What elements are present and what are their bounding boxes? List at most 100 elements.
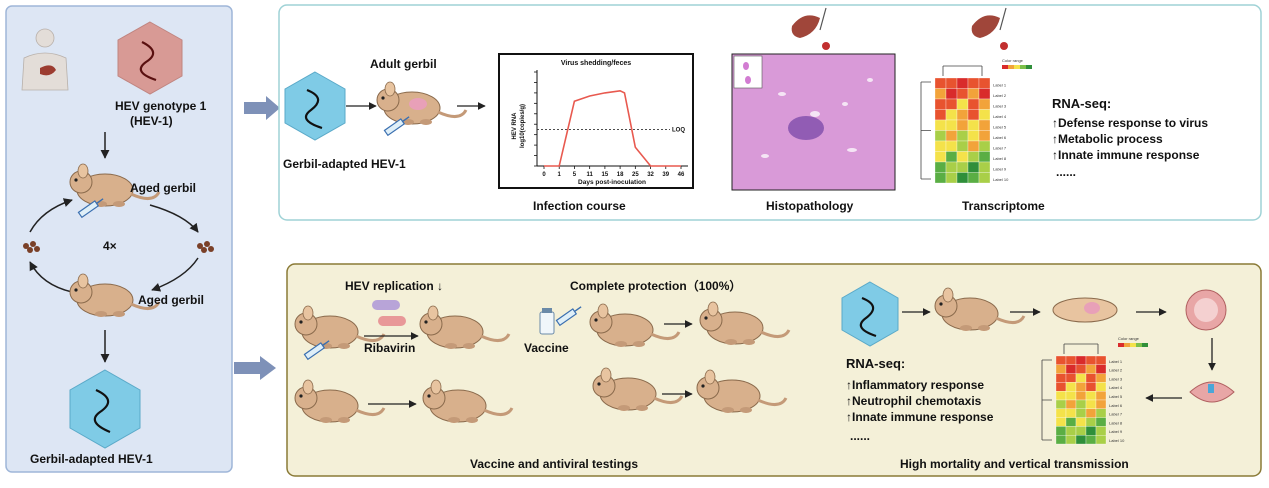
heatmap-dendrogram (920, 81, 931, 180)
heatmap-cell (967, 151, 980, 163)
heatmap-row-label: Label 7 (1109, 412, 1123, 417)
heatmap-cell (978, 140, 991, 152)
heatmap-cell (978, 172, 991, 184)
chart-xlabel: Days post-inoculation (578, 179, 646, 186)
heatmap-cell (945, 98, 958, 110)
bottom-panel (286, 263, 1262, 477)
heatmap-cell (1065, 417, 1077, 427)
big-arrow-bottom (234, 356, 276, 380)
big-arrow-top (244, 96, 280, 120)
heatmap-dendrogram (1041, 359, 1052, 441)
heatmap-cell (956, 88, 969, 100)
heatmap-cell (1055, 382, 1067, 392)
heatmap-cell (1085, 355, 1097, 365)
heatmap-row-label: Label 8 (1109, 420, 1123, 425)
feces-icon-right (197, 241, 214, 253)
heatmap-legend-swatch (1118, 343, 1124, 347)
heatmap-cell (1075, 435, 1087, 445)
heatmap-cell (978, 109, 991, 121)
heatmap-cell (1085, 426, 1097, 436)
heatmap-cell (956, 140, 969, 152)
heatmap-legend-swatch (1026, 65, 1032, 69)
heatmap-cell (1055, 417, 1067, 427)
heatmap-cell (956, 119, 969, 131)
heatmap-cell (1095, 426, 1107, 436)
chart-x-tick-label: 39 (662, 172, 669, 178)
heatmap-dendrogram (1063, 343, 1099, 354)
heatmap-cell (945, 140, 958, 152)
histopathology-caption: Histopathology (766, 199, 854, 213)
heatmap-cell (1095, 373, 1107, 383)
heatmap-cell (1065, 391, 1077, 401)
heatmap-cell (1065, 408, 1077, 418)
human-icon (21, 28, 69, 91)
chart-x-tick-label: 25 (632, 172, 639, 178)
heatmap-cell (1085, 364, 1097, 374)
hev1-label-line2: (HEV-1) (130, 114, 173, 128)
heatmap-cell (1075, 399, 1087, 409)
heatmap-cell (934, 77, 947, 89)
heatmap-cell (1085, 399, 1097, 409)
rnaseq-item-top: ↑Innate immune response (1052, 148, 1200, 162)
heatmap-row-label: Label 9 (1109, 429, 1123, 434)
heatmap-cell (978, 151, 991, 163)
heatmap-cell (978, 161, 991, 173)
heatmap-row-label: Label 8 (993, 156, 1007, 161)
gerbil-adapted-virus-icon (69, 369, 141, 449)
chart-x-tick-label: 11 (586, 172, 593, 178)
heatmap-cell (1075, 417, 1087, 427)
heatmap-row-label: Label 7 (993, 146, 1007, 151)
heatmap-legend-title: Color range (1002, 58, 1024, 63)
ribavirin-pill-icon (372, 300, 406, 326)
heatmap-cell (1085, 373, 1097, 383)
heatmap-legend-swatch (1014, 65, 1020, 69)
cycle-arrow-top-left (29, 198, 73, 233)
heatmap-cell (956, 172, 969, 184)
heatmap-cell (1075, 355, 1087, 365)
heatmap-cell (967, 77, 980, 89)
gerbil-adapted-label-top: Gerbil-adapted HEV-1 (283, 157, 406, 171)
heatmap-cell (1085, 435, 1097, 445)
heatmap-cell (934, 119, 947, 131)
vaccine-vial-icon (539, 308, 555, 335)
heatmap-cell (1095, 355, 1107, 365)
heatmap-cell (945, 77, 958, 89)
infection-course-caption: Infection course (533, 199, 626, 213)
heatmap-legend-swatch (1008, 65, 1014, 69)
heatmap-row-label: Label 5 (993, 125, 1007, 130)
chart-y-ticks (534, 71, 537, 167)
heatmap-legend-title: Color range (1118, 336, 1140, 341)
heatmap-cell (967, 109, 980, 121)
heatmap-cell (1075, 426, 1087, 436)
heatmap-row-label: Label 4 (1109, 385, 1123, 390)
heatmap-cell (1085, 382, 1097, 392)
rnaseq-item-top: ...... (1056, 165, 1076, 179)
rnaseq-item-bottom: ↑Neutrophil chemotaxis (846, 394, 982, 408)
heatmap-cell (1055, 435, 1067, 445)
heatmap-cell (978, 130, 991, 142)
heatmap-cell (1095, 364, 1107, 374)
heatmap-cell (978, 88, 991, 100)
heatmap-cell (934, 88, 947, 100)
gerbil-adapted-label-left: Gerbil-adapted HEV-1 (30, 452, 153, 466)
liver-sample-icon-top (791, 7, 830, 50)
heatmap-row-label: Label 10 (993, 177, 1009, 182)
rnaseq-title-bottom: RNA-seq: (846, 356, 905, 371)
heatmap-cell (1085, 417, 1097, 427)
heatmap-legend-swatch (1136, 343, 1142, 347)
chart-loq-label: LOQ (672, 127, 685, 133)
heatmap-cell (1095, 399, 1107, 409)
rnaseq-item-bottom: ↑Innate immune response (846, 410, 994, 424)
chart-x-tick-label: 0 (542, 172, 546, 178)
chart-ylabel-line2: log10(copies/g) (520, 104, 526, 148)
heatmap-cell (1055, 399, 1067, 409)
heatmap-cell (1055, 355, 1067, 365)
heatmap-cell (934, 140, 947, 152)
heatmap-cell (956, 161, 969, 173)
heatmap-cell (1055, 364, 1067, 374)
